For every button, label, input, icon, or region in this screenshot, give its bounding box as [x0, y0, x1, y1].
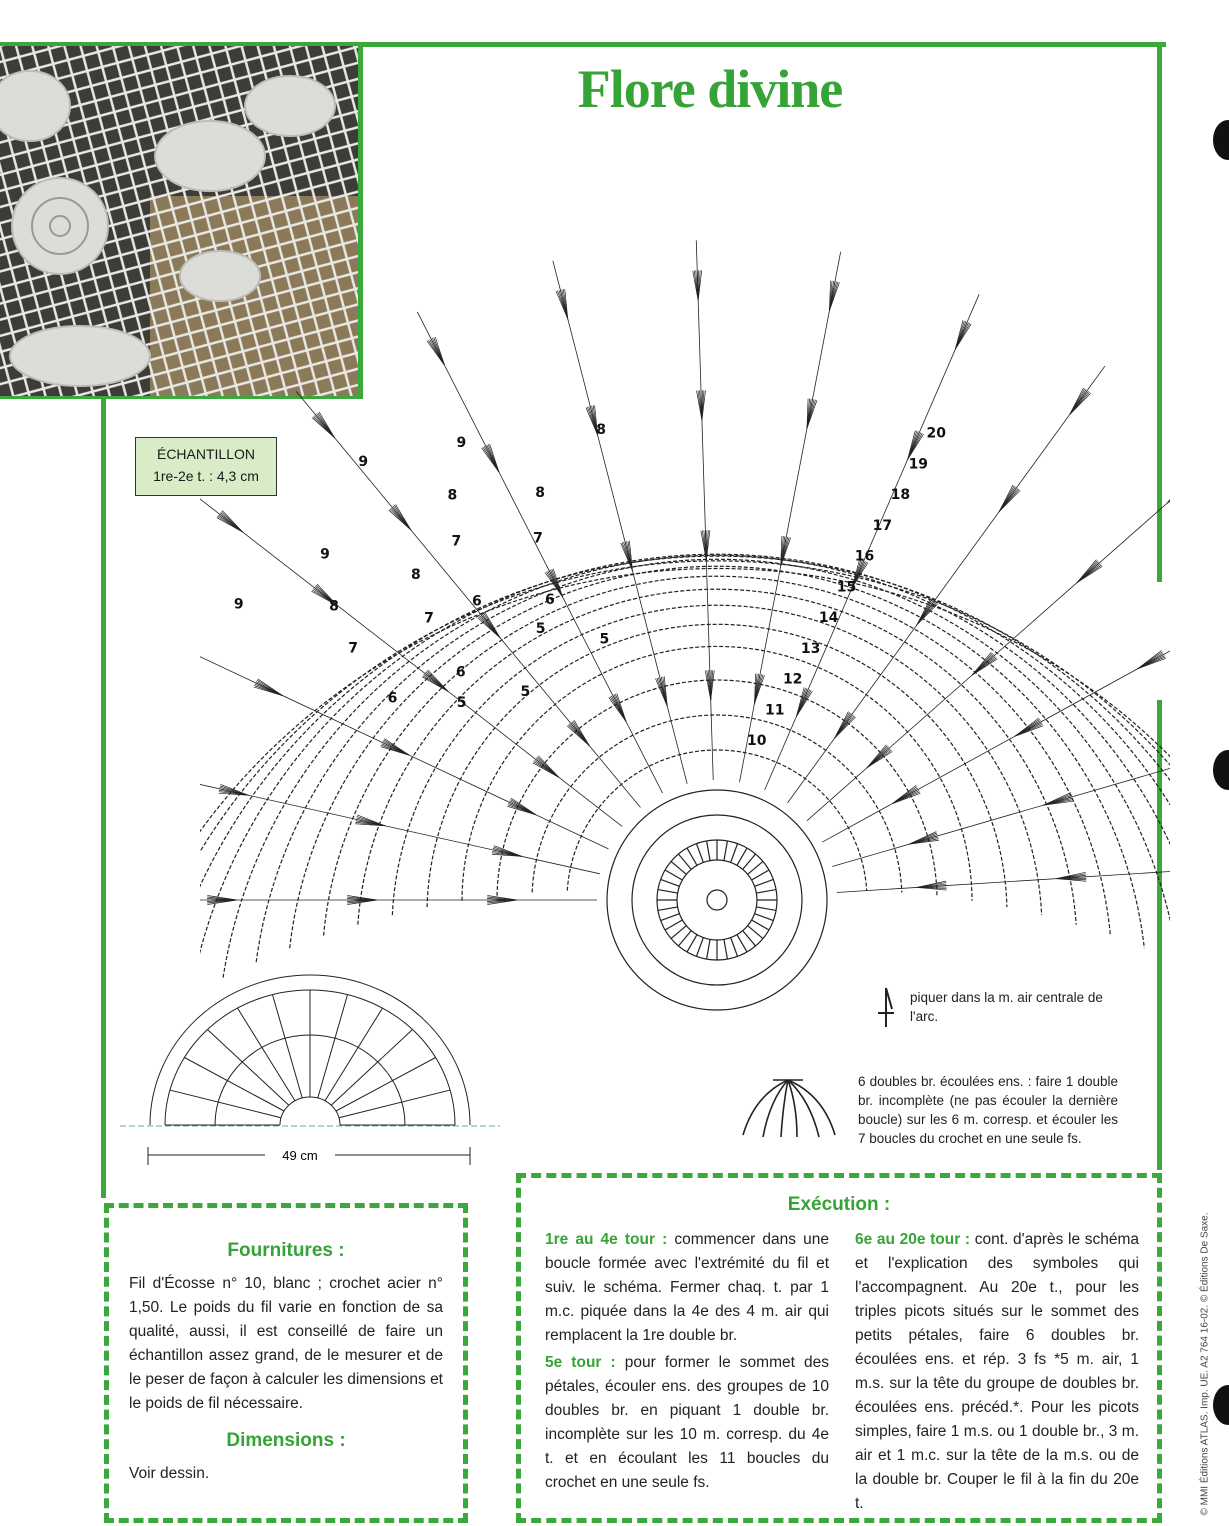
chart-row-label: 7	[533, 530, 543, 546]
step-text: commencer dans une boucle formée avec l'…	[545, 1231, 830, 1344]
chart-row-label: 8	[596, 422, 606, 438]
chart-row-label: 5	[457, 695, 467, 711]
chart-row-label: 9	[234, 597, 244, 613]
chart-row-label: 7	[452, 533, 462, 549]
step-text: pour former le sommet des pétales, écoul…	[545, 1354, 829, 1491]
chart-row-label: 9	[358, 454, 368, 470]
copyright-text: © MMI Éditions ATLAS. Imp. UE. A2 764 16…	[1199, 1212, 1211, 1516]
chart-row-label: 6	[388, 690, 398, 706]
chart-row-label: 18	[891, 487, 910, 503]
legend-insert-stitch-text: piquer dans la m. air centrale de l'arc.	[910, 990, 1103, 1024]
frame-top-border	[0, 42, 1166, 47]
frame-right-border-lower	[1157, 700, 1162, 1170]
chart-row-label: 11	[765, 702, 784, 718]
chart-row-label: 15	[837, 579, 856, 595]
supplies-box: Fournitures : Fil d'Écosse n° 10, blanc …	[104, 1203, 468, 1523]
chart-row-label: 5	[520, 684, 530, 700]
diagram-width-label: 49 cm	[282, 1148, 317, 1163]
chart-row-label: 8	[329, 599, 339, 615]
execution-heading: Exécution :	[787, 1194, 891, 1215]
chart-row-label: 10	[747, 733, 767, 749]
chart-row-label: 6	[456, 665, 466, 681]
gauge-sample-box: ÉCHANTILLON 1re-2e t. : 4,3 cm	[135, 437, 277, 496]
dimensions-text: Voir dessin.	[129, 1465, 210, 1482]
chart-row-label: 14	[819, 610, 839, 626]
chart-row-label: 6	[545, 592, 555, 608]
chart-row-label: 8	[411, 567, 421, 583]
step-label: 1re au 4e tour :	[545, 1231, 668, 1248]
crochet-chart: 5 5 5 5 6 6 6 6 7 7 7 7 8 8 8 8 8 9 9 9 9 10 11 12 13 14 15 16 17 18 1…	[200, 240, 1170, 1011]
lace-doily-photo	[0, 46, 363, 399]
chart-row-label: 7	[348, 641, 358, 657]
chart-row-label: 7	[424, 610, 434, 626]
gauge-sample-heading: ÉCHANTILLON	[156, 446, 256, 462]
chart-row-label: 5	[536, 621, 546, 637]
step-label: 6e au 20e tour :	[855, 1231, 971, 1248]
chart-row-label: 16	[855, 549, 874, 565]
execution-box: Exécution : 1re au 4e tour : commencer d…	[516, 1173, 1162, 1523]
chart-row-label: 9	[457, 435, 467, 451]
execution-step-3: 6e au 20e tour : cont. d'après le schéma…	[855, 1228, 1139, 1516]
finished-doily-diagram: 49 cm	[120, 974, 500, 1165]
chart-row-label: 12	[783, 672, 802, 688]
insert-stitch-symbol-icon	[878, 987, 894, 1027]
binder-hole	[1213, 120, 1229, 160]
chart-row-label: 9	[320, 546, 330, 562]
supplies-heading: Fournitures :	[227, 1240, 345, 1261]
binder-hole	[1213, 750, 1229, 790]
step-label: 5e tour :	[545, 1354, 616, 1371]
binder-hole	[1213, 1385, 1229, 1425]
chart-row-label: 13	[801, 641, 820, 657]
chart-row-label: 8	[448, 488, 458, 504]
supplies-text: Fil d'Écosse n° 10, blanc ; crochet acie…	[129, 1275, 443, 1412]
chart-row-label: 8	[535, 485, 545, 501]
cluster-stitch-symbol-icon	[742, 1079, 836, 1138]
chart-row-label: 6	[472, 593, 482, 609]
legend-cluster-stitch-text: 6 doubles br. écoulées ens. : faire 1 do…	[858, 1074, 1118, 1146]
chart-row-label: 5	[600, 632, 610, 648]
frame-right-border	[1157, 42, 1162, 582]
chart-row-label: 20	[927, 426, 947, 442]
execution-step-2: 5e tour : pour former le sommet des péta…	[545, 1351, 829, 1495]
frame-left-border	[101, 398, 106, 1198]
dimensions-heading: Dimensions :	[226, 1430, 346, 1451]
chart-row-label: 17	[873, 518, 892, 534]
step-text: cont. d'après le schéma et l'explication…	[855, 1231, 1139, 1512]
execution-step-1: 1re au 4e tour : commencer dans une bouc…	[545, 1228, 829, 1348]
page-title: Flore divine	[577, 59, 844, 119]
gauge-sample-value: 1re-2e t. : 4,3 cm	[153, 468, 259, 484]
chart-row-label: 19	[909, 456, 928, 472]
